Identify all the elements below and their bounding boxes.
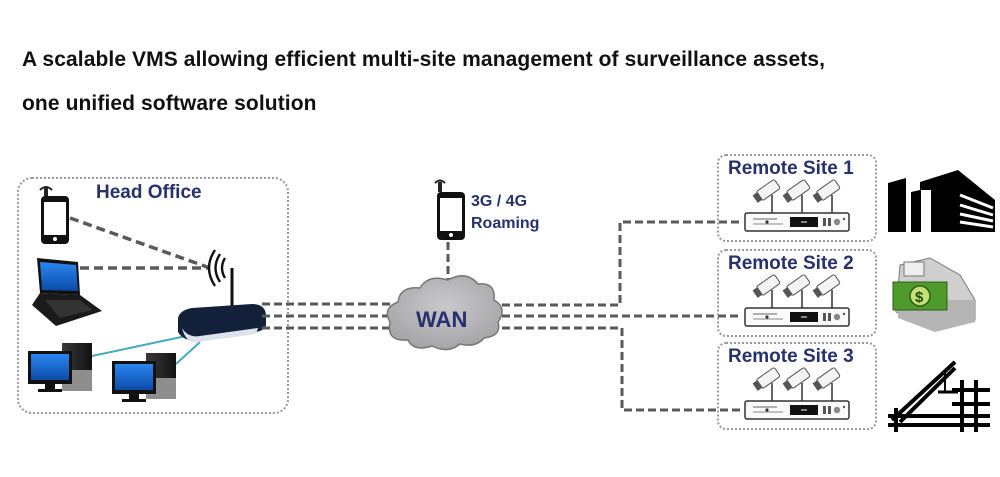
wireless-links: [69, 216, 211, 270]
camera-icon: [782, 366, 811, 392]
nvr-recorder-icon: [744, 400, 850, 420]
remote-site-1: Remote Site 1: [717, 154, 877, 242]
construction-crane-icon: [888, 360, 990, 432]
camera-icon: [752, 273, 781, 299]
remote-site-label: Remote Site 2: [728, 253, 854, 274]
lan-cables: [91, 335, 201, 365]
remote-site-zone: [717, 342, 877, 430]
camera-icon: [782, 273, 811, 299]
remote-site-3: Remote Site 3: [717, 342, 877, 430]
camera-icon: [752, 366, 781, 392]
nvr-recorder-icon: [744, 307, 850, 327]
router-icon: [178, 249, 266, 343]
roaming-smartphone-icon: [434, 179, 465, 240]
laptop-icon: [32, 258, 102, 326]
roaming-label-line-2: Roaming: [471, 215, 539, 232]
roaming-label-line-1: 3G / 4G: [471, 193, 527, 210]
wan-cloud-icon: WAN: [386, 275, 503, 351]
building-icon: [888, 170, 995, 232]
head-office-zone: [17, 177, 289, 414]
remote-site-zone: [717, 249, 877, 337]
smartphone-icon: [39, 186, 69, 244]
remote-site-2: Remote Site 2: [717, 249, 877, 337]
head-office-label: Head Office: [96, 182, 202, 203]
svg-text:$: $: [915, 289, 924, 306]
network-diagram: Head Office: [17, 154, 995, 432]
desktop-computer-icon: [28, 343, 92, 392]
wan-label: WAN: [416, 307, 467, 332]
cash-register-icon: $: [892, 257, 976, 332]
nvr-recorder-icon: [744, 212, 850, 232]
camera-icon: [812, 178, 841, 204]
headline-line-1: A scalable VMS allowing efficient multi-…: [22, 48, 826, 71]
camera-icon: [812, 366, 841, 392]
camera-icon: [782, 178, 811, 204]
headline-line-2: one unified software solution: [22, 92, 317, 115]
wifi-signal-icon: [207, 249, 227, 287]
remote-site-label: Remote Site 1: [728, 158, 854, 179]
camera-icon: [752, 178, 781, 204]
camera-icon: [812, 273, 841, 299]
desktop-computer-icon: [112, 353, 176, 402]
remote-site-label: Remote Site 3: [728, 346, 854, 367]
remote-site-zone: [717, 154, 877, 242]
